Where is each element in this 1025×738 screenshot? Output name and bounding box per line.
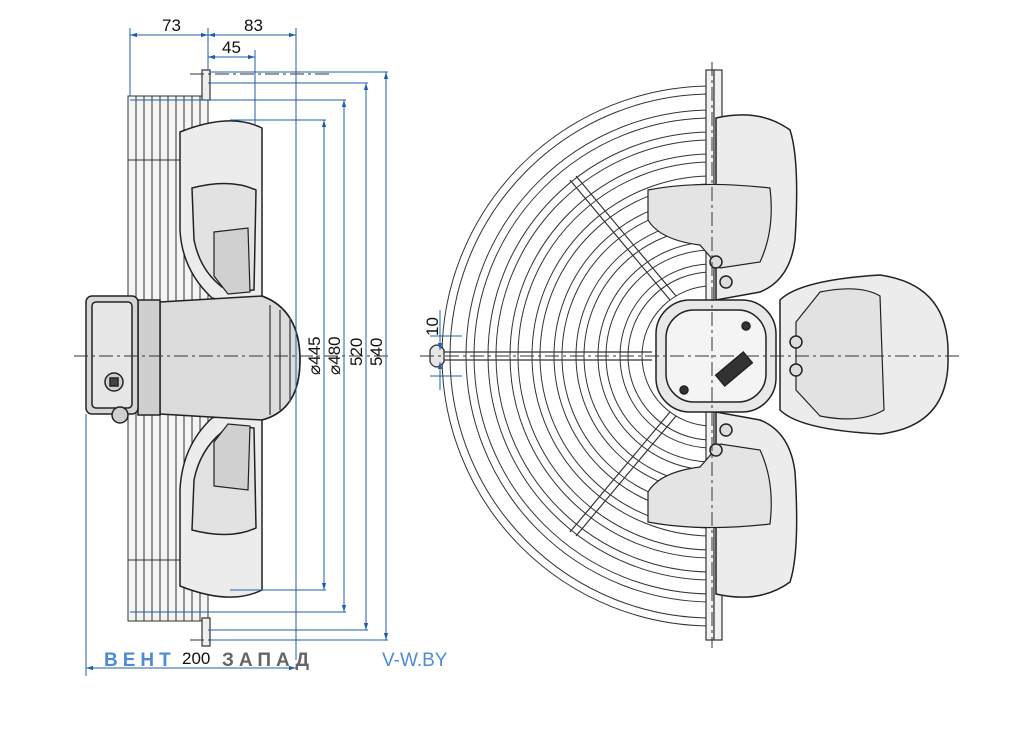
guard-spokes: [440, 175, 677, 537]
dim-45: 45: [222, 38, 241, 57]
dimension-lines: [85, 28, 462, 676]
dim-445: ⌀445: [305, 336, 324, 375]
watermark-brand-left: ВЕНТ: [104, 650, 176, 671]
watermark: ВЕНТ ЗАПАД V-W.BY: [104, 650, 448, 671]
watermark-url: V-W.BY: [382, 650, 448, 671]
bracket-tab: [429, 344, 445, 368]
dim-83: 83: [244, 16, 263, 35]
dim-10: 10: [423, 317, 442, 336]
side-view: [85, 69, 301, 647]
front-view: [429, 69, 949, 641]
dim-200: 200: [182, 649, 210, 668]
dim-480: ⌀480: [325, 336, 344, 375]
dim-520: 520: [347, 338, 366, 366]
terminal-box: [85, 295, 139, 424]
motor-housing: [137, 295, 301, 421]
dim-540: 540: [367, 338, 386, 366]
watermark-brand-right: ЗАПАД: [222, 650, 314, 671]
dim-73: 73: [162, 16, 181, 35]
